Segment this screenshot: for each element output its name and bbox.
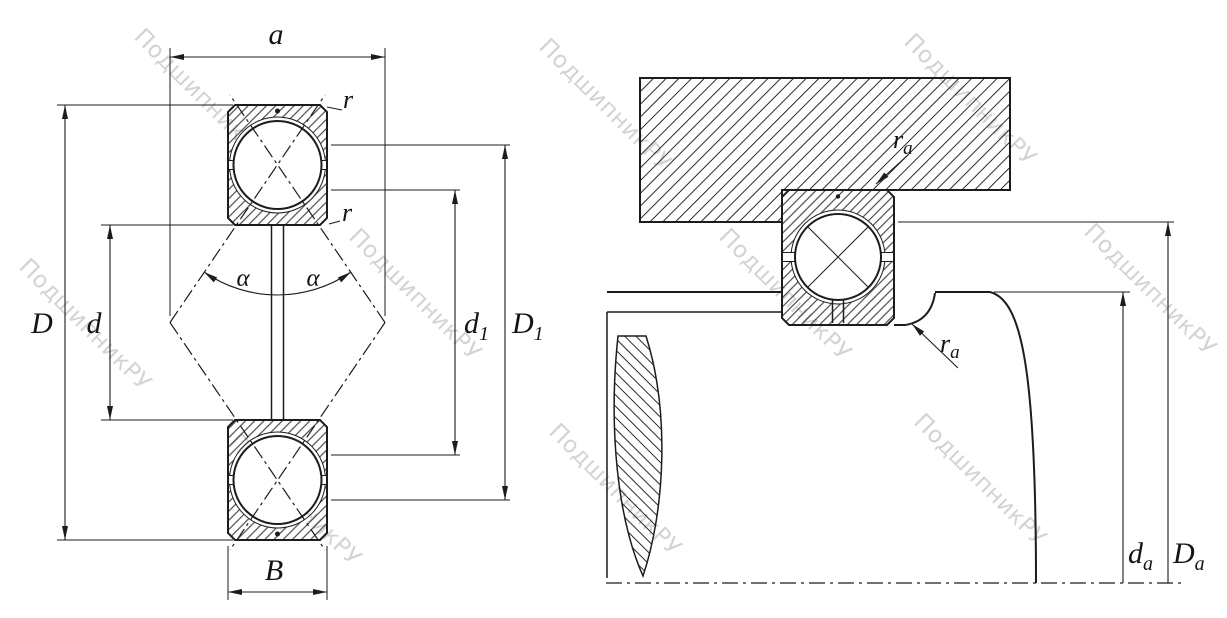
leader-line (326, 106, 343, 111)
fillet-label-top: ra (893, 125, 913, 159)
leader-line (875, 154, 909, 185)
fillet-label-bottom: ra (940, 329, 960, 363)
right-view-mounting: ra ra da Da (606, 77, 1205, 584)
ring-outline-top (227, 104, 328, 226)
contact-line (229, 94, 386, 323)
watermark: ПодшипникРУ (909, 409, 1052, 552)
fillet-callout-bottom: ra (911, 323, 960, 369)
fillet-callout-top: ra (875, 125, 913, 185)
contact-line (229, 322, 386, 551)
shaft-broken-section (613, 335, 663, 579)
contact-angle-label-left: α (236, 265, 250, 292)
radius-label-inner: r (342, 198, 353, 227)
dim-label-B: B (265, 554, 283, 587)
ball-top (232, 120, 323, 210)
lube-hole-top (275, 108, 280, 114)
dimension-B: B (227, 546, 328, 600)
dimension-d: d (87, 224, 233, 421)
dimension-da: da (994, 291, 1153, 583)
leader-line (328, 220, 341, 225)
contact-line (169, 94, 326, 323)
dimension-D: D (30, 104, 233, 541)
watermark: ПодшипникРУ (344, 224, 487, 367)
ring-hatch-bottom (228, 420, 327, 540)
watermark: ПодшипникРУ (1079, 219, 1222, 362)
corner-radius-labels: r r (326, 85, 354, 227)
angle-arc-right (277, 271, 352, 296)
dimension-d1: d1 (331, 189, 489, 456)
ring-hatch-mounted (782, 190, 894, 325)
shaft-break-curve (989, 291, 1037, 584)
lube-hole-mounted (835, 194, 841, 199)
ring-outline-mounted (781, 189, 895, 326)
dim-label-D1: D1 (511, 307, 544, 345)
leader-line (911, 323, 959, 369)
dim-label-D: D (30, 307, 53, 340)
dim-label-Da: Da (1172, 537, 1205, 575)
contact-line (169, 322, 326, 551)
shaft-fillet (904, 292, 936, 326)
dim-label-d1: d1 (464, 307, 489, 345)
dim-label-da: da (1128, 537, 1153, 575)
dimension-a: a (169, 18, 386, 316)
radius-label-outer: r (343, 85, 354, 114)
dim-label-a: a (269, 18, 284, 51)
ring-outline-bottom (227, 419, 328, 541)
ball-bottom (232, 435, 323, 525)
ball-cross-line (807, 226, 869, 288)
dimension-D1: D1 (331, 144, 544, 501)
contact-angle-label-right: α (306, 265, 320, 292)
angle-arc-left (203, 271, 278, 296)
housing-section (639, 77, 1011, 223)
bearing-section-top (227, 104, 328, 226)
left-view-bearing-section: α α a D d d1 (30, 18, 544, 600)
mounted-bearing-section (781, 189, 895, 326)
ring-hatch-top (228, 105, 327, 225)
lube-hole-bottom (275, 531, 280, 537)
dim-label-d: d (87, 307, 103, 340)
watermark-layer: ПодшипникРУ ПодшипникРУ ПодшипникРУ Подш… (14, 24, 1222, 572)
dimension-Da: Da (898, 221, 1205, 583)
bearing-section-bottom (227, 419, 328, 541)
